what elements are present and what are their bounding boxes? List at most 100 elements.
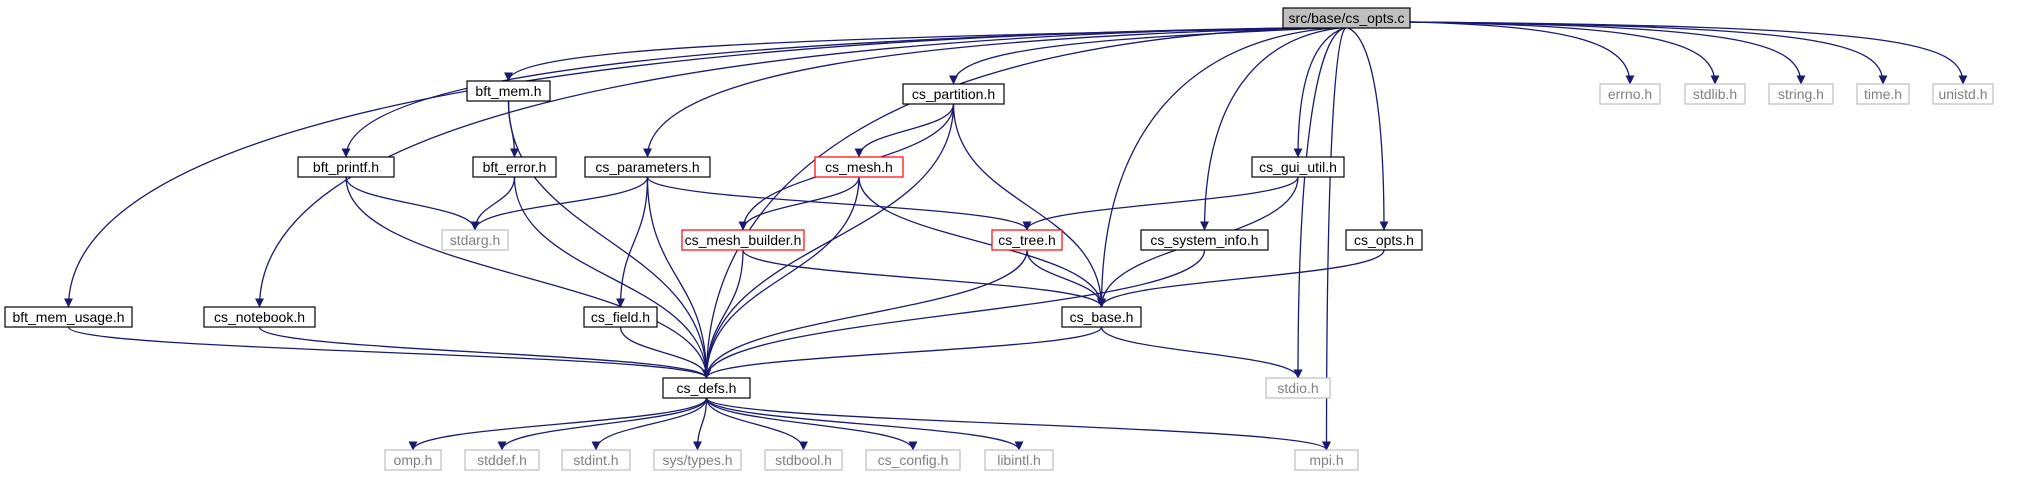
edge-root-to-time bbox=[1409, 21, 1888, 85]
node-box bbox=[1768, 83, 1834, 105]
node-label: cs_system_info.h bbox=[1150, 232, 1258, 248]
edge-cs_parameters-to-cs_tree bbox=[646, 176, 1032, 231]
node-box bbox=[1282, 7, 1411, 29]
node-label: stdint.h bbox=[573, 452, 618, 468]
edge-cs_parameters-to-cs_defs bbox=[646, 176, 711, 379]
node-cs-notebook[interactable]: cs_notebook.h bbox=[203, 306, 316, 328]
node-bft-error[interactable]: bft_error.h bbox=[472, 156, 557, 178]
node-bft-mem[interactable]: bft_mem.h bbox=[466, 80, 551, 102]
node-label: bft_mem_usage.h bbox=[12, 309, 124, 325]
node-box bbox=[681, 229, 805, 251]
edge-cs_base-to-stdio bbox=[1100, 326, 1303, 379]
node-cs-tree[interactable]: cs_tree.h bbox=[991, 229, 1063, 251]
edge-root-to-cs_partition bbox=[949, 27, 1327, 85]
node-box bbox=[4, 306, 133, 328]
node-label: cs_mesh.h bbox=[825, 159, 893, 175]
edges-layer bbox=[64, 21, 1968, 451]
edge-cs_defs-to-omp bbox=[408, 397, 708, 451]
node-errno: errno.h bbox=[1599, 83, 1661, 105]
edge-cs_partition-to-cs_base bbox=[952, 103, 1106, 308]
node-box bbox=[653, 449, 742, 471]
edge-bft_error-to-cs_defs bbox=[513, 176, 711, 379]
node-box bbox=[1856, 83, 1910, 105]
node-box bbox=[1345, 229, 1423, 251]
node-cs-mesh[interactable]: cs_mesh.h bbox=[814, 156, 904, 178]
node-box bbox=[297, 156, 395, 178]
node-label: time.h bbox=[1864, 86, 1902, 102]
edge-root-to-cs_system_info bbox=[1200, 27, 1340, 231]
node-cs-system-info[interactable]: cs_system_info.h bbox=[1140, 229, 1269, 251]
node-stdint: stdint.h bbox=[561, 449, 631, 471]
node-box bbox=[1251, 156, 1345, 178]
edge-cs_mesh-to-cs_base bbox=[858, 176, 1106, 308]
node-label: bft_error.h bbox=[483, 159, 547, 175]
node-box bbox=[1061, 306, 1142, 328]
node-label: stdarg.h bbox=[450, 232, 501, 248]
node-box bbox=[1265, 377, 1331, 399]
node-stdio: stdio.h bbox=[1265, 377, 1331, 399]
edge-cs_defs-to-mpi bbox=[705, 397, 1331, 451]
node-cs-parameters[interactable]: cs_parameters.h bbox=[584, 156, 711, 178]
edge-cs_notebook-to-cs_defs bbox=[258, 326, 711, 379]
edge-root-to-stdlib bbox=[1409, 21, 1720, 85]
node-box bbox=[991, 229, 1063, 251]
node-label: unistd.h bbox=[1938, 86, 1987, 102]
edge-cs_field-to-cs_defs bbox=[619, 326, 711, 379]
node-box bbox=[203, 306, 316, 328]
node-systypes: sys/types.h bbox=[653, 449, 742, 471]
node-label: bft_printf.h bbox=[313, 159, 379, 175]
edge-root-to-mpi bbox=[1322, 27, 1347, 451]
node-label: cs_mesh_builder.h bbox=[685, 232, 802, 248]
edge-cs_base-to-cs_defs bbox=[702, 326, 1103, 379]
node-root[interactable]: src/base/cs_opts.c bbox=[1282, 7, 1411, 29]
edge-root-to-stdio bbox=[1293, 27, 1345, 379]
edge-cs_defs-to-stdbool bbox=[705, 397, 808, 451]
node-box bbox=[814, 156, 904, 178]
node-cs-gui-util[interactable]: cs_gui_util.h bbox=[1251, 156, 1345, 178]
node-cs-defs[interactable]: cs_defs.h bbox=[662, 377, 751, 399]
node-stdarg: stdarg.h bbox=[441, 229, 509, 251]
node-cs-field[interactable]: cs_field.h bbox=[583, 306, 658, 328]
edge-root-to-cs_parameters bbox=[643, 27, 1312, 158]
node-label: cs_partition.h bbox=[912, 86, 995, 102]
node-cs-opts[interactable]: cs_opts.h bbox=[1345, 229, 1423, 251]
edge-root-to-bft_mem bbox=[504, 27, 1305, 82]
edge-cs_mesh_builder-to-cs_defs bbox=[702, 249, 744, 379]
node-label: cs_tree.h bbox=[998, 232, 1056, 248]
node-cs-partition[interactable]: cs_partition.h bbox=[902, 83, 1005, 105]
edge-cs_opts-to-cs_base bbox=[1097, 249, 1385, 308]
node-bft-mem-usage[interactable]: bft_mem_usage.h bbox=[4, 306, 133, 328]
node-label: sys/types.h bbox=[662, 452, 732, 468]
node-label: mpi.h bbox=[1309, 452, 1343, 468]
node-box bbox=[583, 306, 658, 328]
node-box bbox=[466, 80, 551, 102]
node-box bbox=[1140, 229, 1269, 251]
node-cs-base[interactable]: cs_base.h bbox=[1061, 306, 1142, 328]
node-box bbox=[584, 156, 711, 178]
node-box bbox=[561, 449, 631, 471]
node-box bbox=[1294, 449, 1359, 471]
node-cs-mesh-builder[interactable]: cs_mesh_builder.h bbox=[681, 229, 805, 251]
edge-root-to-errno bbox=[1409, 21, 1635, 85]
node-label: stddef.h bbox=[477, 452, 527, 468]
edge-root-to-unistd bbox=[1409, 21, 1968, 85]
node-label: cs_field.h bbox=[591, 309, 650, 325]
node-label: stdbool.h bbox=[775, 452, 832, 468]
node-label: cs_parameters.h bbox=[595, 159, 699, 175]
node-box bbox=[1932, 83, 1994, 105]
node-label: cs_gui_util.h bbox=[1259, 159, 1337, 175]
node-box bbox=[984, 449, 1054, 471]
node-box bbox=[1599, 83, 1661, 105]
node-time: time.h bbox=[1856, 83, 1910, 105]
node-box bbox=[902, 83, 1005, 105]
node-stdlib: stdlib.h bbox=[1684, 83, 1746, 105]
node-bft-printf[interactable]: bft_printf.h bbox=[297, 156, 395, 178]
node-libintl: libintl.h bbox=[984, 449, 1054, 471]
node-label: cs_opts.h bbox=[1354, 232, 1414, 248]
edge-root-to-cs_opts bbox=[1348, 27, 1389, 231]
node-box bbox=[1684, 83, 1746, 105]
node-unistd: unistd.h bbox=[1932, 83, 1994, 105]
edge-root-to-cs_notebook bbox=[255, 27, 1293, 308]
edge-cs_defs-to-cs_config bbox=[705, 397, 918, 451]
